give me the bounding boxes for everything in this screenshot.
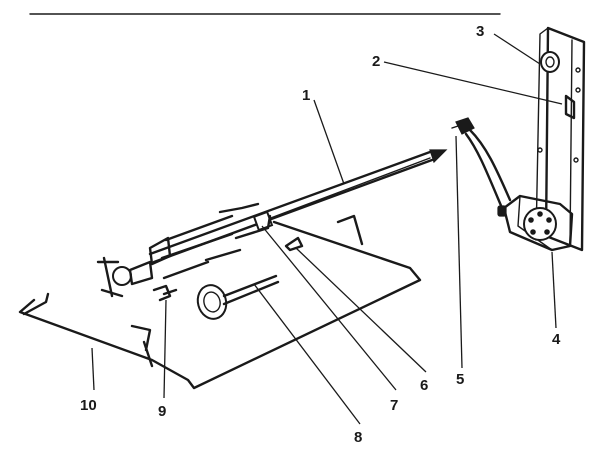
dial-8 [196,274,280,320]
spit-rod [148,149,448,264]
callout-7: 7 [390,397,398,414]
spit-handle [96,256,154,298]
leader-lines [91,33,563,425]
callout-6: 6 [420,377,428,394]
callout-2: 2 [372,53,380,70]
screw-6 [284,236,304,252]
callout-5: 5 [456,371,464,388]
power-cord [451,117,512,210]
wire-rack [18,214,422,390]
bracket-knob [540,51,560,73]
small-clip-9 [152,284,178,302]
bracket-clip [564,94,576,120]
spit-forks [148,202,272,280]
callout-10: 10 [80,397,97,414]
callout-3: 3 [476,23,484,40]
callout-8: 8 [354,429,362,446]
callout-1: 1 [302,87,310,104]
callout-labels: 1 2 3 4 5 6 7 8 9 10 [80,23,561,446]
rotisserie-motor [497,194,574,252]
callout-9: 9 [158,403,166,420]
callout-4: 4 [552,331,561,348]
